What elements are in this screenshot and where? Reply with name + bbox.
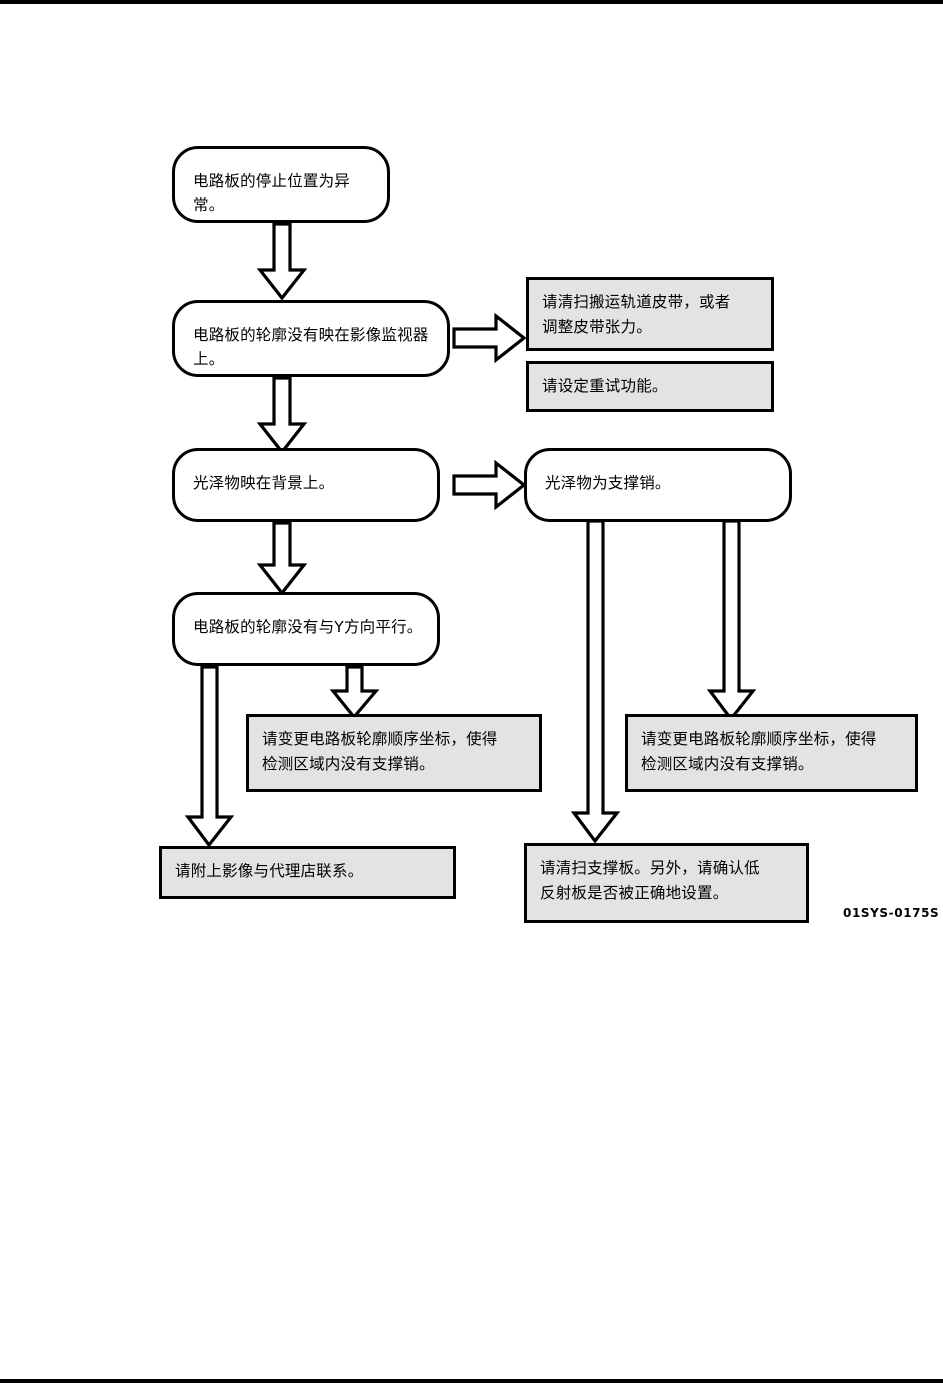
node-check-gloss-is-support-pin-label: 光泽物为支撑销。 — [545, 474, 671, 492]
action-change-outline-coords-right-label: 请变更电路板轮廓顺序坐标，使得 检测区域内没有支撑销。 — [641, 730, 877, 773]
action-change-outline-coords-right[interactable]: 请变更电路板轮廓顺序坐标，使得 检测区域内没有支撑销。 — [625, 714, 918, 792]
figure-reference-code: 01SYS-0175S — [843, 906, 940, 920]
node-check-gloss-on-background-label: 光泽物映在背景上。 — [193, 474, 335, 492]
arrow-monitor-to-gloss — [256, 376, 308, 455]
arrow-support-pin-to-coords-right — [706, 519, 757, 722]
node-symptom-root[interactable]: 电路板的停止位置为异常。 — [172, 146, 390, 223]
page-bottom-rule — [0, 1379, 943, 1383]
arrow-gloss-to-support-pin — [452, 459, 527, 511]
action-clean-support-plate-label: 请清扫支撑板。另外，请确认低 反射板是否被正确地设置。 — [540, 859, 760, 902]
page-top-rule — [0, 0, 943, 4]
action-change-outline-coords-left[interactable]: 请变更电路板轮廓顺序坐标，使得 检测区域内没有支撑销。 — [246, 714, 542, 792]
action-clean-conveyor-belt-label: 请清扫搬运轨道皮带，或者 调整皮带张力。 — [542, 293, 731, 336]
arrow-parallel-to-dealer — [184, 665, 235, 848]
action-set-retry-function-label: 请设定重试功能。 — [542, 377, 668, 395]
action-clean-support-plate[interactable]: 请清扫支撑板。另外，请确认低 反射板是否被正确地设置。 — [524, 843, 809, 923]
arrow-gloss-to-parallel — [256, 521, 308, 596]
node-symptom-root-label: 电路板的停止位置为异常。 — [193, 172, 351, 215]
action-set-retry-function[interactable]: 请设定重试功能。 — [526, 361, 774, 412]
node-check-gloss-is-support-pin[interactable]: 光泽物为支撑销。 — [524, 448, 792, 522]
node-check-outline-not-on-monitor[interactable]: 电路板的轮廓没有映在影像监视器 上。 — [172, 300, 450, 377]
action-clean-conveyor-belt[interactable]: 请清扫搬运轨道皮带，或者 调整皮带张力。 — [526, 277, 774, 351]
node-check-outline-not-on-monitor-label: 电路板的轮廓没有映在影像监视器 上。 — [193, 326, 429, 369]
arrow-root-to-monitor — [256, 222, 308, 301]
action-contact-dealer-with-image[interactable]: 请附上影像与代理店联系。 — [159, 846, 456, 899]
node-check-gloss-on-background[interactable]: 光泽物映在背景上。 — [172, 448, 440, 522]
arrow-support-pin-to-clean-plate — [570, 519, 621, 844]
node-check-outline-not-parallel-y[interactable]: 电路板的轮廓没有与Y方向平行。 — [172, 592, 440, 666]
arrow-monitor-to-actions — [452, 312, 527, 364]
action-change-outline-coords-left-label: 请变更电路板轮廓顺序坐标，使得 检测区域内没有支撑销。 — [262, 730, 498, 773]
action-contact-dealer-with-image-label: 请附上影像与代理店联系。 — [175, 862, 364, 880]
node-check-outline-not-parallel-y-label: 电路板的轮廓没有与Y方向平行。 — [193, 618, 423, 636]
arrow-parallel-to-coords — [329, 665, 380, 720]
